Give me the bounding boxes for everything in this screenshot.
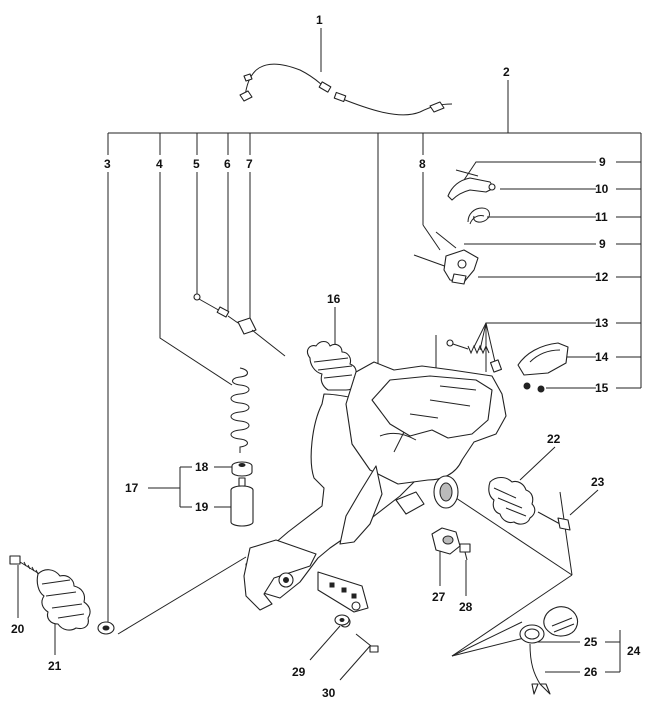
callout-9-upper: 9 <box>599 155 606 169</box>
callout-14: 14 <box>595 350 609 364</box>
part-11-torsion-spring <box>467 207 490 225</box>
callout-11: 11 <box>595 210 608 224</box>
callout-27: 27 <box>432 590 446 604</box>
part-9-10-lever <box>447 169 496 201</box>
part-29-nut <box>334 614 350 626</box>
callout-12: 12 <box>595 270 609 284</box>
part-23-screw <box>537 511 571 531</box>
part-19-damper <box>230 477 254 527</box>
callout-4: 4 <box>156 157 163 171</box>
callout-29: 29 <box>292 665 306 679</box>
part-13-pin-spring <box>446 339 503 373</box>
part-18-bushing <box>231 461 253 477</box>
callout-2: 2 <box>503 65 510 79</box>
part-1-wire-harness <box>239 63 453 116</box>
part-3-washer <box>97 621 115 635</box>
callout-3: 3 <box>104 157 111 171</box>
part-15-screws <box>523 382 545 393</box>
mounting-bracket <box>243 539 369 628</box>
part-4-spring <box>230 367 250 453</box>
callout-19: 19 <box>195 500 209 514</box>
callout-10: 10 <box>595 182 609 196</box>
part-30-screw <box>355 633 379 653</box>
callout-6: 6 <box>224 157 231 171</box>
part-14-pad <box>517 342 569 376</box>
leader-lines <box>17 28 642 681</box>
callout-25: 25 <box>584 635 598 649</box>
callout-17: 17 <box>125 481 139 495</box>
callout-30: 30 <box>322 686 336 700</box>
callout-21: 21 <box>48 659 62 673</box>
part-22-rubber-buffer <box>488 476 536 525</box>
part-8-12-throttle-trigger <box>413 231 479 285</box>
callout-9-lower: 9 <box>599 237 606 251</box>
callout-28: 28 <box>459 600 473 614</box>
callout-labels: 1 2 3 4 5 6 7 8 9 10 11 9 12 13 14 15 16… <box>11 13 641 700</box>
callout-24: 24 <box>627 644 641 658</box>
callout-13: 13 <box>595 316 609 330</box>
callout-8: 8 <box>419 157 426 171</box>
callout-20: 20 <box>11 622 25 636</box>
part-26-cap <box>529 606 579 695</box>
callout-26: 26 <box>584 665 598 679</box>
callout-18: 18 <box>195 460 209 474</box>
callout-16: 16 <box>327 292 341 306</box>
part-16-rubber-buffer <box>307 340 357 391</box>
part-28-screw <box>459 543 471 561</box>
part-21-rubber-buffer <box>36 569 91 631</box>
callout-23: 23 <box>591 475 605 489</box>
part-27-damper <box>431 527 461 555</box>
part-25-oring <box>519 624 545 644</box>
callout-5: 5 <box>193 157 200 171</box>
parts-5-6-7-throttle-cable <box>193 293 286 357</box>
callout-22: 22 <box>547 432 561 446</box>
callout-15: 15 <box>595 381 609 395</box>
callout-1: 1 <box>316 13 323 27</box>
callout-7: 7 <box>246 157 253 171</box>
